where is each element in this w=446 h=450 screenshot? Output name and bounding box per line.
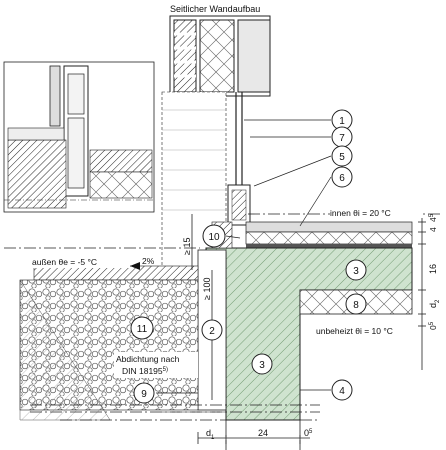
dim-min100: ≥ 100 — [202, 278, 212, 300]
svg-text:5: 5 — [339, 152, 345, 163]
svg-text:11: 11 — [137, 324, 148, 335]
window-frame — [227, 92, 251, 226]
right-dimension-line — [418, 218, 426, 370]
inset-window-detail — [3, 61, 155, 213]
slope-label: 2% — [142, 256, 155, 266]
dim-min15: ≥ 15 — [182, 238, 192, 255]
dim-right-16: 16 — [428, 264, 438, 274]
dim-24: 24 — [258, 428, 268, 438]
svg-text:6: 6 — [339, 173, 345, 184]
callout-5: 5 — [331, 145, 353, 167]
callout-3-slab: 3 — [345, 259, 367, 281]
svg-text:1: 1 — [339, 116, 345, 127]
waterproofing-note-line1: Abdichtung nach — [116, 354, 180, 364]
callout-11: 11 — [130, 316, 154, 340]
callout-leaders — [156, 119, 332, 394]
waterproofing-note-line2: DIN 181955) — [122, 366, 168, 376]
callout-2: 2 — [201, 319, 223, 341]
svg-text:2: 2 — [209, 326, 215, 337]
callout-3-wall: 3 — [251, 353, 273, 375]
callout-10: 10 — [202, 224, 226, 248]
outside-temperature: außen θe = -5 °C — [32, 257, 97, 267]
top-wall-section — [169, 15, 271, 97]
callout-9: 9 — [133, 382, 155, 404]
callout-6: 6 — [331, 166, 353, 188]
svg-text:8: 8 — [353, 300, 359, 311]
callout-7: 7 — [331, 126, 353, 148]
dim-right-d2: d2 — [428, 299, 441, 308]
floor-buildup — [245, 221, 413, 248]
svg-text:3: 3 — [353, 266, 359, 277]
dim-right-4b: 45 — [428, 213, 438, 222]
unheated-temperature: unbeheizt θi = 10 °C — [316, 326, 393, 336]
svg-text:3: 3 — [259, 360, 265, 371]
svg-text:7: 7 — [339, 133, 345, 144]
callout-4: 4 — [331, 379, 353, 401]
dim-0-5: 05 — [304, 428, 313, 438]
dim-right-0: 05 — [428, 321, 438, 330]
callout-8: 8 — [345, 293, 367, 315]
inside-temperature: innen θi = 20 °C — [330, 208, 391, 218]
dim-right-4a: 4 — [428, 227, 438, 232]
diagram-title: Seitlicher Wandaufbau — [170, 4, 260, 14]
slope-arrow-icon — [130, 262, 140, 270]
bottom-dimension-line — [197, 432, 310, 444]
dim-d1: d1 — [206, 428, 215, 441]
svg-text:4: 4 — [339, 386, 345, 397]
ground-gravel — [19, 265, 199, 421]
svg-text:9: 9 — [141, 389, 147, 400]
svg-text:10: 10 — [208, 232, 220, 243]
